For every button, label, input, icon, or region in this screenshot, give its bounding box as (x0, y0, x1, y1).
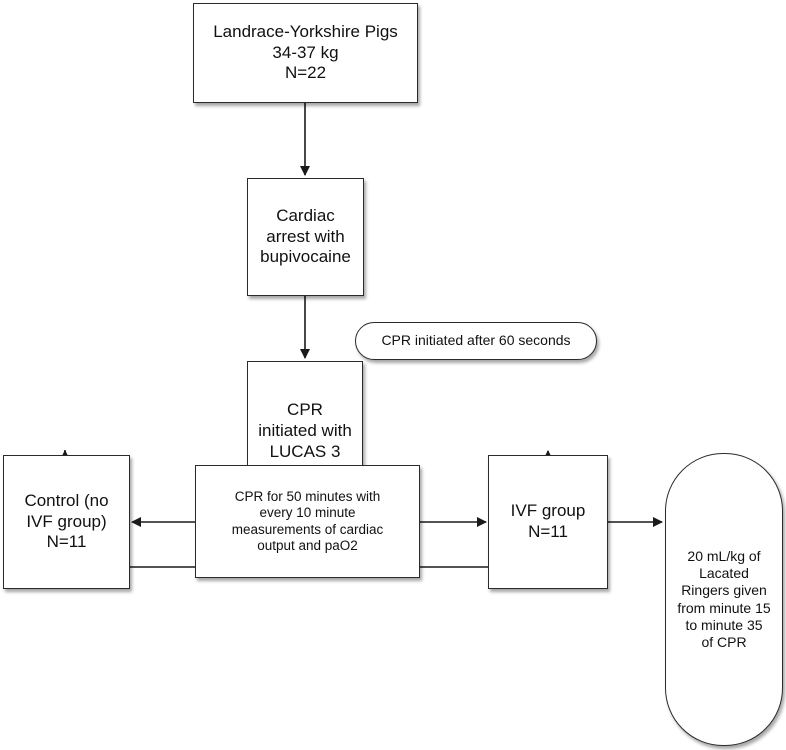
node-pigs: Landrace-Yorkshire Pigs 34-37 kg N=22 (193, 3, 418, 103)
node-ringers-label: 20 mL/kg of Lacated Ringers given from m… (677, 548, 771, 650)
node-ringers: 20 mL/kg of Lacated Ringers given from m… (665, 453, 783, 746)
node-pigs-label: Landrace-Yorkshire Pigs 34-37 kg N=22 (213, 21, 398, 83)
node-arrest-label: Cardiac arrest with bupivocaine (260, 205, 351, 267)
node-measure: CPR for 50 minutes with every 10 minute … (195, 465, 420, 578)
node-measure-label: CPR for 50 minutes with every 10 minute … (231, 488, 384, 553)
node-cpr-lucas-label: CPR initiated with LUCAS 3 (258, 400, 352, 461)
node-ivf-label: IVF group N=11 (510, 501, 586, 541)
node-cpr-note: CPR initiated after 60 seconds (355, 322, 597, 360)
node-cpr-note-label: CPR initiated after 60 seconds (381, 332, 571, 349)
node-arrest: Cardiac arrest with bupivocaine (247, 178, 364, 296)
node-ivf: IVF group N=11 (488, 455, 608, 589)
node-control-label: Control (no IVF group) N=11 (24, 490, 109, 552)
node-control: Control (no IVF group) N=11 (3, 455, 130, 589)
